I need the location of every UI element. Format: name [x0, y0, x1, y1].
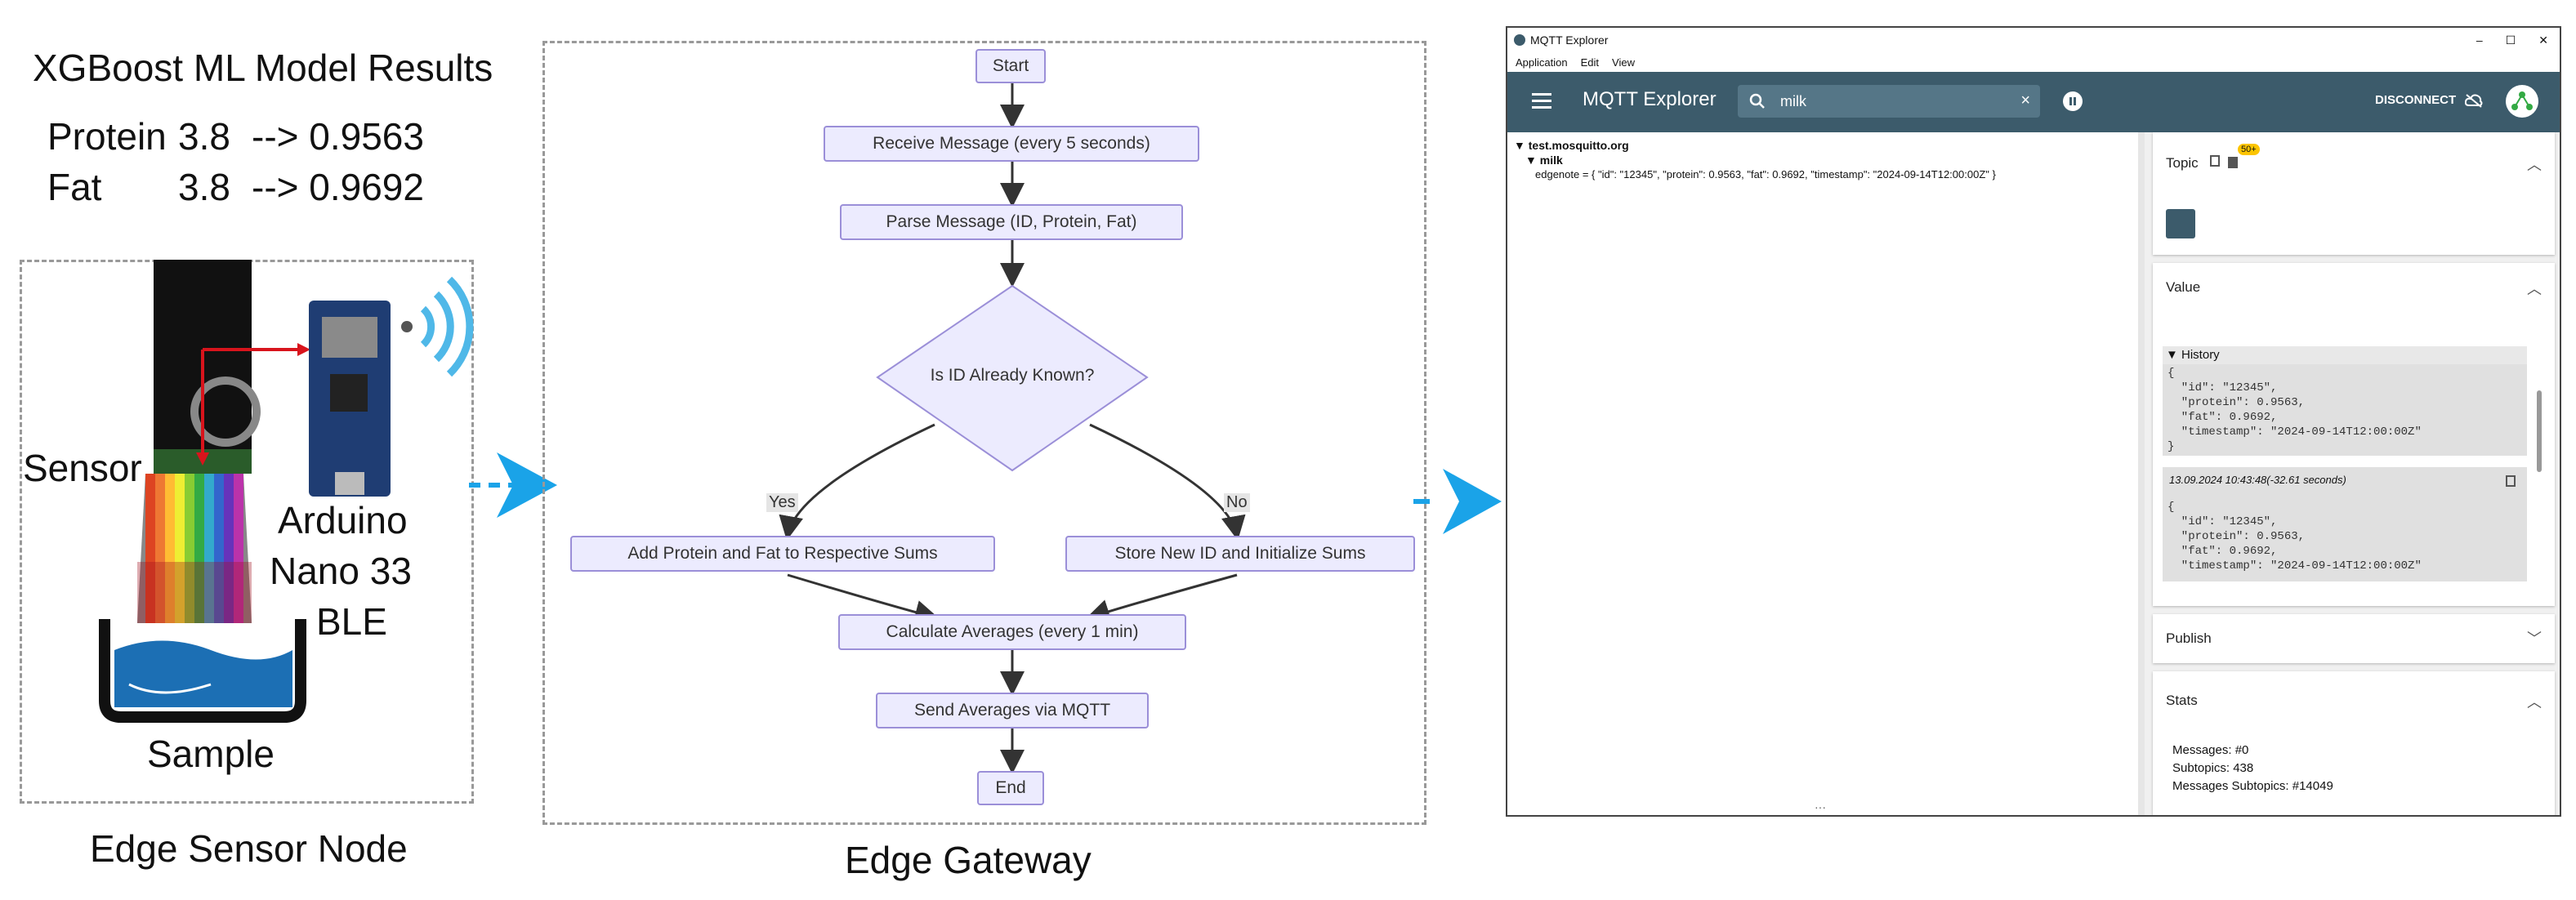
- result-output: --> 0.9563: [252, 115, 424, 158]
- tree-broker[interactable]: ▼ test.mosquitto.org: [1514, 139, 1629, 152]
- history-entry-json: { "id": "12345", "protein": 0.9563, "fat…: [2168, 501, 2422, 573]
- wifi-icon: [401, 276, 474, 377]
- chevron-up-icon[interactable]: ︿: [2527, 281, 2542, 297]
- cloud-off-icon: [2465, 94, 2483, 108]
- value-card-label: Value: [2166, 279, 2201, 295]
- sample-liquid: [114, 640, 292, 707]
- stats-messages: Messages: #0: [2172, 743, 2249, 757]
- result-value: 3.8: [178, 166, 230, 208]
- menu-edit[interactable]: Edit: [1580, 56, 1600, 69]
- minimize-button[interactable]: –: [2476, 33, 2483, 47]
- node-add: Add Protein and Fat to Respective Sums: [570, 536, 995, 572]
- sample-label: Sample: [147, 733, 275, 775]
- pane-divider[interactable]: [2138, 132, 2145, 815]
- disconnect-button[interactable]: DISCONNECT: [2375, 93, 2457, 107]
- search-input[interactable]: milk: [1780, 93, 1806, 109]
- clear-search-icon[interactable]: ×: [2020, 91, 2030, 109]
- sample-beaker: [99, 619, 306, 723]
- node-decision-label: Is ID Already Known?: [930, 366, 1095, 385]
- pause-icon[interactable]: [2063, 91, 2083, 111]
- mqtt-explorer-window: MQTT Explorer – ☐ ✕ Application Edit Vie…: [1506, 26, 2561, 817]
- connection-icon: [2511, 91, 2533, 110]
- result-name: Protein: [47, 115, 167, 158]
- topic-count-badge: 50+: [2238, 144, 2260, 155]
- sensor-ring: [190, 376, 261, 447]
- stats-card: Stats ︿ Messages: #0 Subtopics: 438 Mess…: [2153, 671, 2555, 815]
- topic-card-label: Topic: [2166, 155, 2199, 171]
- topic-card: Topic 50+ ︿: [2153, 132, 2555, 255]
- history-header[interactable]: ▼ History: [2163, 346, 2527, 364]
- sensor-label: Sensor: [23, 447, 142, 489]
- arduino-label-line1: Arduino: [278, 499, 408, 541]
- node-parse: Parse Message (ID, Protein, Fat): [840, 204, 1183, 240]
- node-store: Store New ID and Initialize Sums: [1065, 536, 1415, 572]
- search-icon: [1749, 93, 1765, 109]
- topic-tree-pane: ▼ test.mosquitto.org ▼ milk edgenote = {…: [1507, 132, 2138, 815]
- history-entry[interactable]: 13.09.2024 10:43:48(-32.61 seconds) { "i…: [2163, 467, 2527, 581]
- decision-diamond: [876, 284, 1149, 472]
- sensor-node-illustration: [99, 260, 474, 723]
- app-logo-icon: [1514, 34, 1525, 46]
- result-output: --> 0.9692: [252, 166, 424, 208]
- avatar[interactable]: [2506, 85, 2538, 118]
- edge-label-yes: Yes: [766, 493, 798, 512]
- search-box[interactable]: milk ×: [1738, 85, 2040, 118]
- node-calc: Calculate Averages (every 1 min): [838, 614, 1186, 650]
- sensor-node-caption: Edge Sensor Node: [90, 827, 408, 870]
- node-send: Send Averages via MQTT: [876, 693, 1149, 728]
- result-value: 3.8: [178, 115, 230, 158]
- value-card: Value ︿ ▼ History { "id": "12345", "prot…: [2153, 263, 2555, 606]
- node-receive: Receive Message (every 5 seconds): [824, 126, 1199, 162]
- menu-icon[interactable]: [1532, 93, 1551, 96]
- result-name: Fat: [47, 166, 102, 208]
- delete-icon[interactable]: [2228, 157, 2238, 168]
- close-window-button[interactable]: ✕: [2538, 33, 2548, 47]
- flowchart-edges: [779, 83, 1246, 774]
- edge-label-no: No: [1224, 493, 1250, 512]
- arduino-label-line2: Nano 33: [270, 550, 412, 592]
- copy-icon[interactable]: [2210, 155, 2220, 167]
- node-start: Start: [975, 49, 1046, 83]
- arduino-label-line3: BLE: [316, 600, 387, 643]
- stats-messages-subtopics: Messages Subtopics: #14049: [2172, 779, 2333, 793]
- scrollbar[interactable]: [2537, 390, 2542, 472]
- results-title: XGBoost ML Model Results: [33, 47, 493, 89]
- stats-card-label: Stats: [2166, 693, 2198, 708]
- copy-icon[interactable]: [2506, 475, 2516, 487]
- maximize-button[interactable]: ☐: [2505, 33, 2516, 47]
- arrow-to-gateway: [469, 452, 557, 518]
- gateway-caption: Edge Gateway: [845, 839, 1092, 881]
- tree-leaf-edgenote[interactable]: edgenote = { "id": "12345", "protein": 0…: [1535, 168, 1996, 180]
- publish-card[interactable]: Publish ﹀: [2153, 614, 2555, 663]
- ribbon-cable: [137, 474, 252, 623]
- chevron-up-icon[interactable]: ︿: [2527, 157, 2542, 173]
- app-bar: MQTT Explorer milk × DISCONNECT: [1507, 72, 2560, 132]
- tree-topic-milk[interactable]: ▼ milk: [1525, 154, 1563, 167]
- history-json: { "id": "12345", "protein": 0.9563, "fat…: [2163, 364, 2527, 456]
- menu-application[interactable]: Application: [1516, 56, 1568, 69]
- history-entry-time: 13.09.2024 10:43:48(-32.61 seconds): [2169, 474, 2346, 486]
- window-title: MQTT Explorer: [1530, 33, 1609, 47]
- menu-view[interactable]: View: [1612, 56, 1635, 69]
- window-titlebar: MQTT Explorer – ☐ ✕: [1507, 28, 2560, 52]
- details-pane: Topic 50+ ︿ Value ︿ ▼ History { "id": "1…: [2145, 132, 2560, 815]
- chevron-up-icon[interactable]: ︿: [2527, 694, 2542, 711]
- menubar: Application Edit View: [1507, 52, 2560, 73]
- node-end: End: [977, 771, 1044, 805]
- result-row-fat: Fat 3.8 --> 0.9692: [47, 165, 424, 209]
- arrow-to-mqtt: [1413, 469, 1502, 534]
- gateway-box: [542, 41, 1426, 825]
- app-title: MQTT Explorer: [1583, 88, 1717, 110]
- topic-segment-chip[interactable]: [2166, 209, 2195, 238]
- result-row-protein: Protein 3.8 --> 0.9563: [47, 114, 424, 158]
- pane-resize-dots[interactable]: ···: [1815, 800, 1826, 813]
- publish-card-label: Publish: [2166, 630, 2212, 646]
- chevron-down-icon[interactable]: ﹀: [2527, 630, 2542, 647]
- stats-subtopics: Subtopics: 438: [2172, 761, 2254, 775]
